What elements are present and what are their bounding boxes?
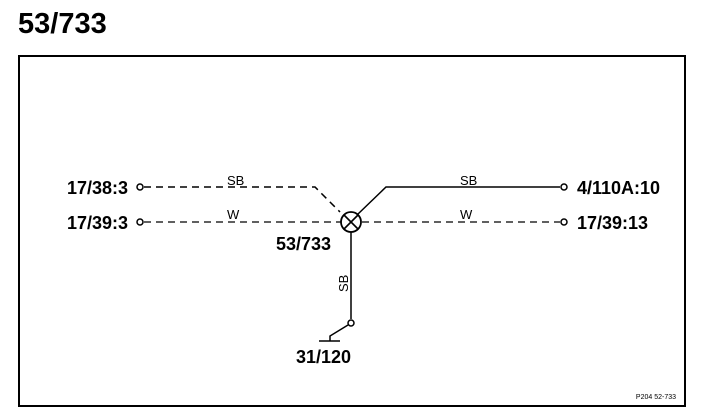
lamp-icon[interactable] bbox=[340, 211, 362, 233]
connector-label-left-bottom: 17/39:3 bbox=[67, 213, 128, 233]
terminal-right-bottom[interactable] bbox=[560, 218, 568, 226]
ground-symbol bbox=[329, 324, 349, 341]
wire-label-left-top: SB bbox=[227, 173, 244, 188]
terminal-left-bottom[interactable] bbox=[136, 218, 144, 226]
terminal-ground[interactable] bbox=[347, 319, 355, 327]
footer-code: P204 52-733 bbox=[636, 394, 676, 401]
wire-right-top bbox=[357, 183, 568, 215]
wire-left-bottom bbox=[136, 218, 342, 226]
connector-label-ground: 31/120 bbox=[296, 347, 351, 367]
wire-ground bbox=[319, 232, 355, 342]
page-title: 53/733 bbox=[18, 8, 107, 40]
wire-label-right-bottom: W bbox=[460, 207, 473, 222]
connector-label-right-top: 4/110A:10 bbox=[577, 178, 660, 198]
component-label: 53/733 bbox=[276, 234, 331, 254]
wire-right-bottom bbox=[362, 218, 568, 226]
connector-label-left-top: 17/38:3 bbox=[67, 178, 128, 198]
wire-left-top-path bbox=[144, 186, 341, 213]
wire-right-top-path bbox=[357, 186, 560, 215]
diagram-frame bbox=[18, 55, 686, 407]
terminal-right-top[interactable] bbox=[560, 183, 568, 191]
connector-label-right-bottom: 17/39:13 bbox=[577, 213, 648, 233]
wire-label-left-bottom: W bbox=[227, 207, 240, 222]
wire-label-right-top: SB bbox=[460, 173, 477, 188]
wire-left-top bbox=[136, 183, 341, 213]
terminal-left-top[interactable] bbox=[136, 183, 144, 191]
wire-label-ground: SB bbox=[336, 275, 351, 292]
